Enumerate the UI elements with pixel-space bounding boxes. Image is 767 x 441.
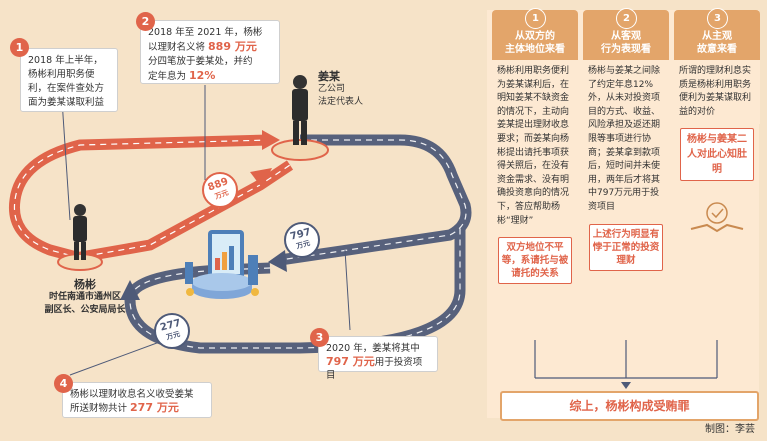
yang-role-2: 副区长、公安局局长 xyxy=(44,305,126,315)
column-2-body: 杨彬与姜某之间除了约定年息12%外，从未对投资项目的方式、收益、风险承担及返还期… xyxy=(583,60,669,220)
money-tag-797 xyxy=(284,222,320,258)
step-3-number: 3 xyxy=(310,328,329,347)
yang-label: 杨彬 时任南通市通州区 副区长、公安局局长 xyxy=(30,278,140,317)
column-2-conclusion: 上述行为明显有悖于正常的投资理财 xyxy=(589,223,663,271)
step-2-box: 2018 年至 2021 年，杨彬 以理财名义将 889 万元 分四笔放于姜某处… xyxy=(140,20,280,84)
jiang-role-2: 法定代表人 xyxy=(318,97,364,107)
step-1-line-3: 利，在案件查处方 xyxy=(28,83,105,94)
step-3-box: 2020 年，姜某将其中 797 万元用于投资项目 xyxy=(318,336,438,381)
handshake-icon xyxy=(690,202,744,233)
column-2-number: 2 xyxy=(616,8,637,29)
step-1-box: 2018 年上半年， 杨彬利用职务便 利，在案件查处方 面为姜某谋取利益 xyxy=(20,48,118,112)
column-3-header: 3 从主观 故意来看 xyxy=(674,8,760,60)
column-1-number: 1 xyxy=(525,8,546,29)
column-2-title-1: 从客观 xyxy=(611,31,641,42)
step-3-line-2b: 用于投资项目 xyxy=(326,357,423,381)
jiang-label: 姜某 乙公司 法定代表人 xyxy=(318,70,388,109)
step-2-line-3: 分四笔放于姜某处，并约 xyxy=(148,56,253,67)
column-1-title: 从双方的 主体地位来看 xyxy=(492,30,578,56)
arrow-head-red xyxy=(262,130,280,150)
arrow-head-dark xyxy=(120,280,140,300)
column-1: 1 从双方的 主体地位来看 杨彬利用职务便利为姜某谋利后，在明知姜某不缺资金的情… xyxy=(492,8,578,288)
column-1-conclusion: 双方地位不平等，系请托与被请托的关系 xyxy=(498,237,572,285)
jiang-role: 乙公司 xyxy=(318,84,346,94)
step-2-amount: 889 万元 xyxy=(208,40,257,53)
yang-role: 时任南通市通州区 xyxy=(48,292,121,302)
step-4-amount: 277 万元 xyxy=(130,401,179,414)
step-4-line-2a: 所送财物共计 xyxy=(70,403,131,414)
step-3-amount: 797 万元 xyxy=(326,355,375,368)
yang-name: 杨彬 xyxy=(74,278,96,291)
column-3-body: 所谓的理财利息实质是杨彬利用职务便利为姜某谋取利益的对价 xyxy=(674,60,760,125)
step-2-line-2: 以理财名义将 889 万元 xyxy=(148,40,272,55)
column-3-title: 从主观 故意来看 xyxy=(674,30,760,56)
step-4-line-2: 所送财物共计 277 万元 xyxy=(70,401,204,415)
yang-platform xyxy=(57,253,103,271)
arrow-head-red-2 xyxy=(250,168,272,188)
step-2-line-1: 2018 年至 2021 年，杨彬 xyxy=(148,27,263,38)
column-3-title-2: 故意来看 xyxy=(697,44,737,55)
column-2-title: 从客观 行为表现看 xyxy=(583,30,669,56)
column-3-number: 3 xyxy=(707,8,728,29)
column-3-title-1: 从主观 xyxy=(702,31,732,42)
step-2-number: 2 xyxy=(136,12,155,31)
summary-box: 综上，杨彬构成受贿罪 xyxy=(500,391,759,421)
step-2-rate: 12% xyxy=(189,69,216,82)
step-2-line-2a: 以理财名义将 xyxy=(148,42,209,53)
column-3-conclusion: 杨彬与姜某二人对此心知肚明 xyxy=(680,128,754,182)
step-2-line-4a: 定年息为 xyxy=(148,71,190,82)
step-1-line-1: 2018 年上半年， xyxy=(28,55,103,66)
step-1-line-2: 杨彬利用职务便 xyxy=(28,69,95,80)
step-4-line-1: 杨彬以理财收息名义收受姜某 xyxy=(70,389,194,400)
step-4-box: 杨彬以理财收息名义收受姜某 所送财物共计 277 万元 xyxy=(62,382,212,418)
arrow-head-dark-2 xyxy=(268,250,287,272)
jiang-platform xyxy=(271,139,329,161)
outgoing-road xyxy=(8,134,294,264)
money-tag-889 xyxy=(202,172,238,208)
column-1-body: 杨彬利用职务便利为姜某谋利后，在明知姜某不缺资金的情况下，主动向姜某提出理财收息… xyxy=(492,60,578,234)
investment-illustration xyxy=(185,230,259,299)
flow-roads xyxy=(8,75,472,376)
column-2-title-2: 行为表现看 xyxy=(601,44,651,55)
step-1-line-4: 面为姜某谋取利益 xyxy=(28,97,105,108)
column-2: 2 从客观 行为表现看 杨彬与姜某之间除了约定年息12%外，从未对投资项目的方式… xyxy=(583,8,669,275)
analysis-panel: 1 从双方的 主体地位来看 杨彬利用职务便利为姜某谋利后，在明知姜某不缺资金的情… xyxy=(487,8,760,418)
credit: 制图：李芸 xyxy=(705,424,755,435)
step-4-number: 4 xyxy=(54,374,73,393)
column-1-header: 1 从双方的 主体地位来看 xyxy=(492,8,578,60)
money-tag-277 xyxy=(154,313,190,349)
column-3: 3 从主观 故意来看 所谓的理财利息实质是杨彬利用职务便利为姜某谋取利益的对价 … xyxy=(674,8,760,239)
yang-figure xyxy=(73,204,87,260)
column-1-title-2: 主体地位来看 xyxy=(505,44,565,55)
step-3-line-2: 797 万元用于投资项目 xyxy=(326,355,430,382)
jiang-name: 姜某 xyxy=(318,70,340,83)
column-2-header: 2 从客观 行为表现看 xyxy=(583,8,669,60)
step-1-number: 1 xyxy=(10,38,29,57)
step-2-line-4: 定年息为 12% xyxy=(148,69,272,84)
jiang-figure xyxy=(292,75,308,145)
column-1-title-1: 从双方的 xyxy=(515,31,555,42)
step-3-line-1: 2020 年，姜某将其中 xyxy=(326,343,420,354)
